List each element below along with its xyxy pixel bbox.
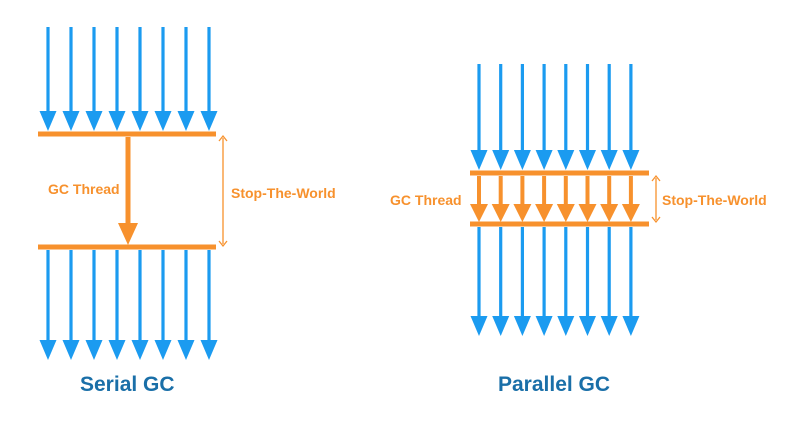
serial-app-thread-arrow-bottom-head — [154, 340, 172, 360]
serial-app-thread-arrow-top — [177, 27, 195, 131]
serial-stw-range-arrow — [218, 134, 228, 248]
parallel-stw-range-arrow-head-top — [651, 174, 661, 182]
parallel-app-thread-arrow-bottom-head — [513, 316, 531, 336]
serial-app-thread-arrow-bottom — [200, 250, 218, 360]
parallel-gc-thread-arrow-head — [556, 204, 575, 222]
parallel-app-thread-arrow-bottom-head — [579, 316, 596, 336]
parallel-stw-range-arrow-head-bottom — [651, 216, 661, 224]
serial-app-thread-arrow-top-head — [39, 111, 57, 131]
parallel-app-thread-arrow-top-head — [513, 150, 531, 170]
serial-app-thread-arrow-top — [154, 27, 172, 131]
parallel-app-thread-arrow-bottom — [513, 227, 531, 336]
serial-app-thread-arrow-top — [200, 27, 218, 131]
serial-stw-range-arrow-head-top — [218, 134, 228, 142]
parallel-app-thread-arrow-top-head — [535, 150, 553, 170]
parallel-gc-thread-arrow-head — [578, 204, 597, 222]
parallel-app-thread-arrow-top-head — [492, 150, 510, 170]
parallel-app-thread-arrow-bottom — [622, 227, 640, 336]
parallel-gc-thread-arrow — [578, 176, 597, 222]
parallel-stop-the-world-label: Stop-The-World — [662, 192, 767, 208]
parallel-gc-thread-arrow-head — [470, 204, 488, 222]
serial-app-thread-arrow-top-head — [108, 111, 126, 131]
serial-app-thread-arrow-top-head — [177, 111, 195, 131]
parallel-app-thread-arrow-bottom-head — [600, 316, 618, 336]
parallel-gc-thread-arrow — [556, 176, 575, 222]
serial-gc-thread-arrow-head — [118, 223, 138, 245]
parallel-gc-thread-label: GC Thread — [390, 192, 462, 208]
serial-app-thread-arrow-top-head — [131, 111, 149, 131]
parallel-gc-panel — [470, 64, 661, 336]
parallel-app-thread-arrow-top-head — [557, 150, 575, 170]
serial-app-thread-arrow-bottom-head — [62, 340, 80, 360]
serial-app-thread-arrow-top-head — [154, 111, 172, 131]
parallel-app-thread-arrow-top — [579, 64, 596, 170]
serial-stop-the-world-label: Stop-The-World — [231, 185, 336, 201]
serial-app-thread-arrow-bottom — [154, 250, 172, 360]
parallel-gc-title: Parallel GC — [498, 373, 611, 396]
parallel-app-thread-arrow-top — [535, 64, 553, 170]
parallel-gc-thread-arrow — [470, 176, 488, 222]
parallel-gc-thread-arrow — [513, 176, 532, 222]
parallel-app-thread-arrow-top-head — [600, 150, 618, 170]
parallel-app-thread-arrow-top — [470, 64, 488, 170]
serial-app-thread-arrow-top — [108, 27, 126, 131]
parallel-gc-thread-arrow — [600, 176, 619, 222]
parallel-app-thread-arrow-top — [557, 64, 575, 170]
parallel-gc-thread-arrow — [491, 176, 510, 222]
serial-app-thread-arrow-bottom-head — [131, 340, 149, 360]
parallel-gc-thread-arrow — [535, 176, 554, 222]
parallel-app-thread-arrow-bottom — [470, 227, 488, 336]
parallel-gc-thread-arrow-head — [621, 204, 640, 222]
parallel-app-thread-arrow-top — [492, 64, 510, 170]
serial-app-thread-arrow-top — [62, 27, 80, 131]
parallel-app-thread-arrow-top — [513, 64, 531, 170]
parallel-app-thread-arrow-bottom — [535, 227, 553, 336]
parallel-gc-thread-arrow-head — [535, 204, 554, 222]
serial-app-thread-arrow-bottom-head — [39, 340, 57, 360]
parallel-app-thread-arrow-top — [622, 64, 640, 170]
parallel-app-thread-arrow-top — [600, 64, 618, 170]
serial-app-thread-arrow-bottom — [39, 250, 57, 360]
serial-app-thread-arrow-bottom — [85, 250, 103, 360]
serial-gc-thread-arrow — [118, 137, 138, 245]
serial-gc-title: Serial GC — [80, 373, 175, 396]
serial-app-thread-arrow-bottom — [177, 250, 195, 360]
serial-app-thread-arrow-top-head — [62, 111, 80, 131]
serial-app-thread-arrow-bottom — [108, 250, 126, 360]
parallel-gc-thread-arrow — [621, 176, 640, 222]
parallel-app-thread-arrow-top-head — [579, 150, 596, 170]
serial-app-thread-arrow-top — [39, 27, 57, 131]
parallel-gc-thread-arrow-head — [513, 204, 532, 222]
parallel-app-thread-arrow-top-head — [470, 150, 488, 170]
parallel-gc-thread-arrow-head — [600, 204, 619, 222]
serial-app-thread-arrow-bottom-head — [85, 340, 103, 360]
parallel-app-thread-arrow-bottom — [557, 227, 575, 336]
parallel-app-thread-arrow-bottom-head — [470, 316, 488, 336]
parallel-stw-range-arrow — [651, 174, 661, 224]
serial-app-thread-arrow-bottom-head — [177, 340, 195, 360]
parallel-app-thread-arrow-bottom-head — [535, 316, 553, 336]
parallel-app-thread-arrow-bottom — [600, 227, 618, 336]
serial-app-thread-arrow-bottom-head — [200, 340, 218, 360]
parallel-app-thread-arrow-bottom-head — [557, 316, 575, 336]
serial-app-thread-arrow-bottom — [62, 250, 80, 360]
serial-app-thread-arrow-top — [131, 27, 149, 131]
parallel-app-thread-arrow-top-head — [622, 150, 640, 170]
parallel-app-thread-arrow-bottom-head — [492, 316, 510, 336]
serial-gc-thread-label: GC Thread — [48, 181, 120, 197]
parallel-gc-thread-arrow-head — [491, 204, 510, 222]
serial-gc-panel — [38, 27, 228, 360]
serial-app-thread-arrow-bottom — [131, 250, 149, 360]
serial-app-thread-arrow-top-head — [200, 111, 218, 131]
parallel-app-thread-arrow-bottom-head — [622, 316, 640, 336]
serial-app-thread-arrow-top-head — [85, 111, 103, 131]
serial-app-thread-arrow-top — [85, 27, 103, 131]
serial-stw-range-arrow-head-bottom — [218, 240, 228, 248]
serial-app-thread-arrow-bottom-head — [108, 340, 126, 360]
parallel-app-thread-arrow-bottom — [579, 227, 596, 336]
parallel-app-thread-arrow-bottom — [492, 227, 510, 336]
